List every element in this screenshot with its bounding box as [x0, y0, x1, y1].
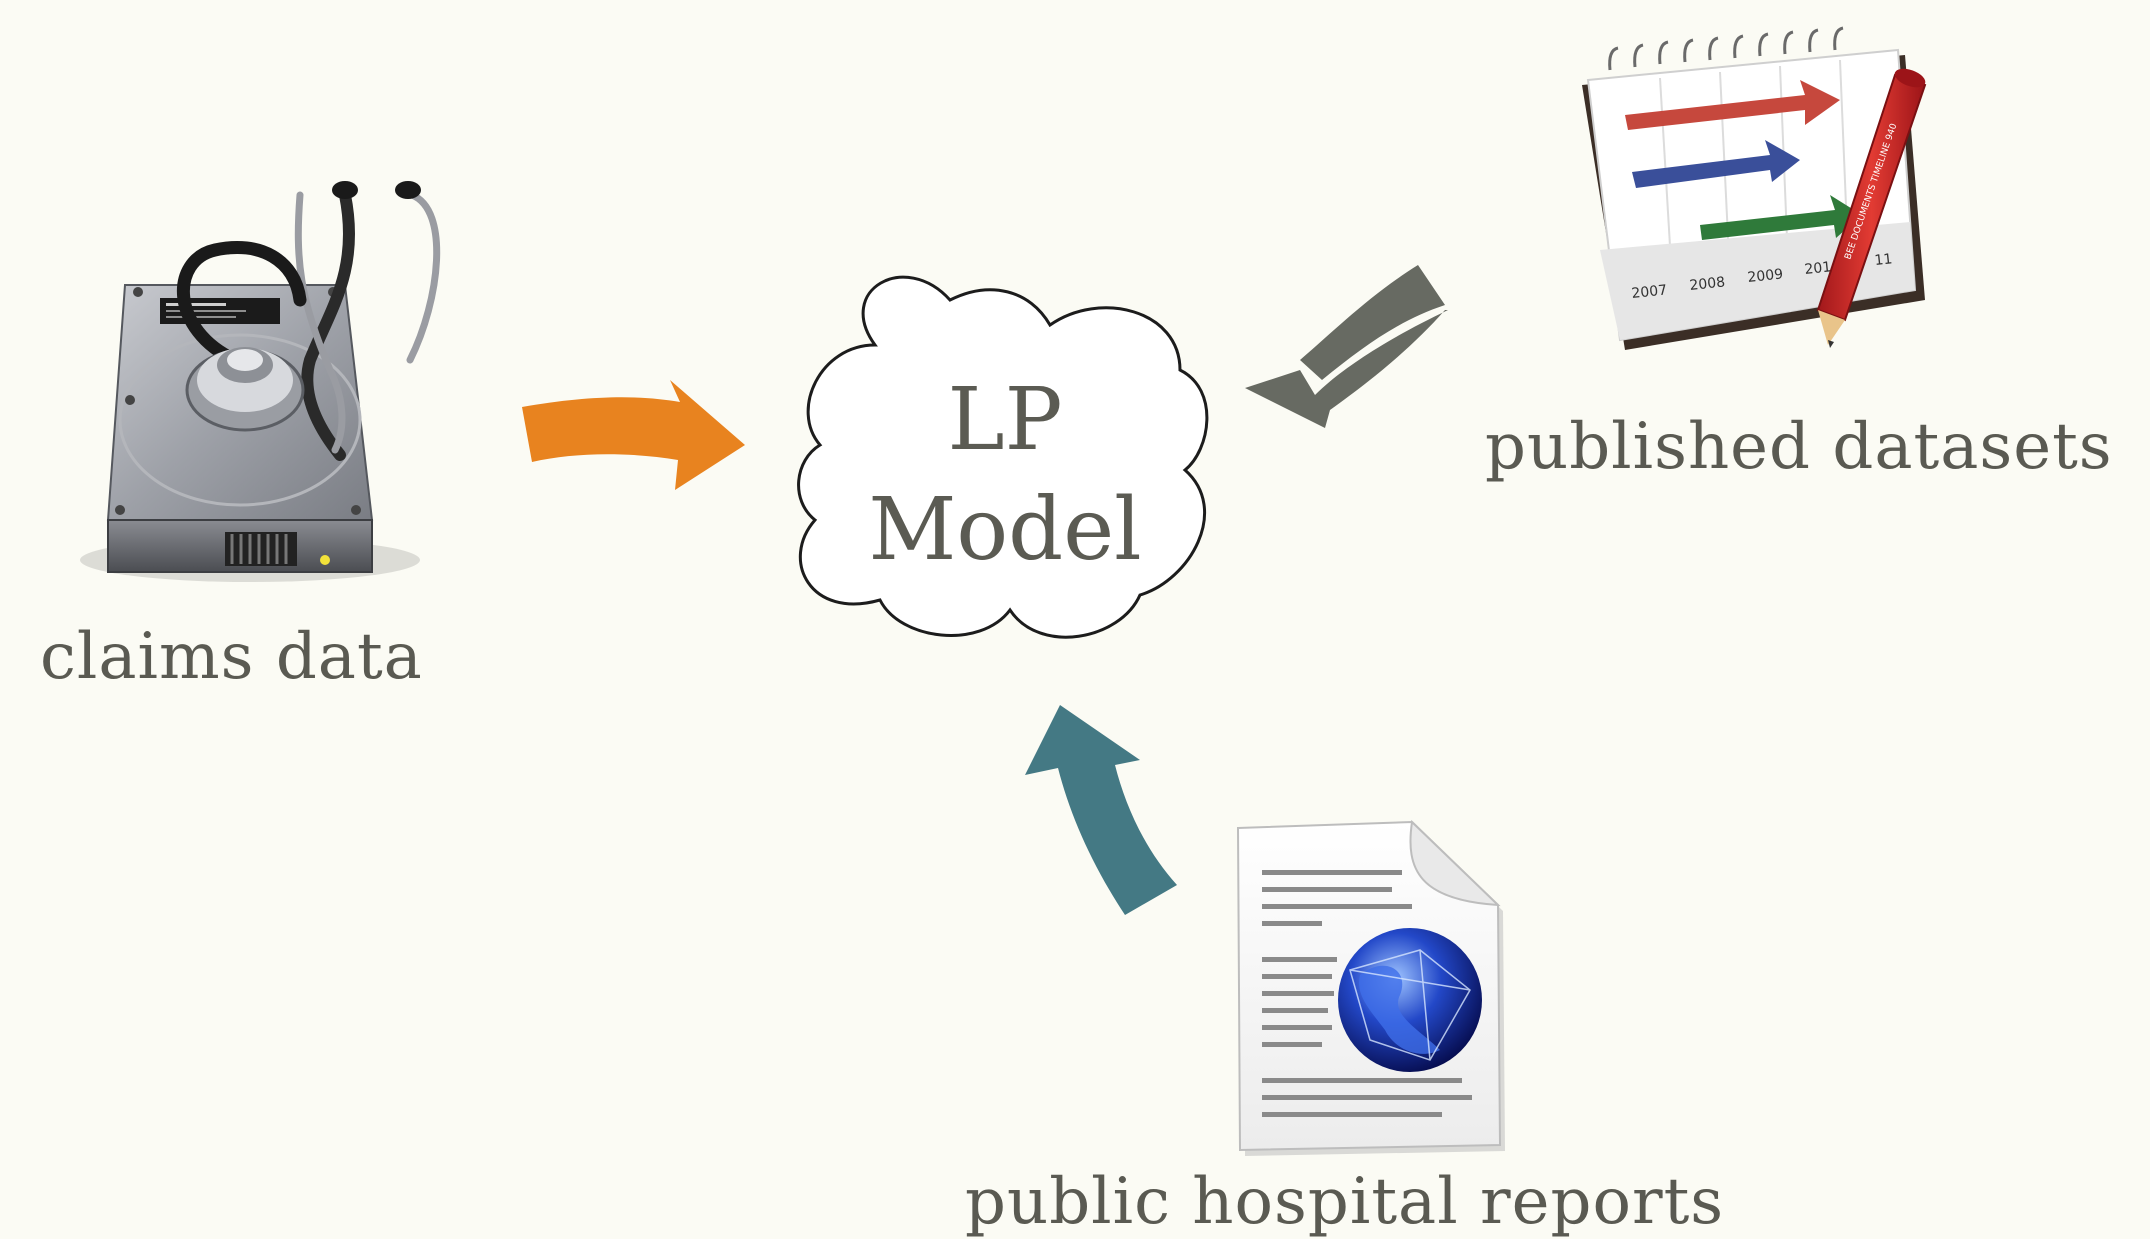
web-document-icon — [1236, 819, 1505, 1156]
published-datasets-label: published datasets — [1485, 410, 2113, 484]
model-title-line2: Model — [868, 480, 1142, 580]
year-label: 2008 — [1689, 274, 1726, 294]
year-label: 2009 — [1747, 266, 1784, 286]
timeline-notebook-icon: 2007 2008 2009 201 11 BEE DOCUMENTS TIME… — [1582, 26, 1927, 350]
model-title-line1: LP — [947, 370, 1063, 470]
globe-icon — [1338, 928, 1482, 1072]
year-label: 201 — [1804, 259, 1832, 278]
reports-arrow — [1025, 705, 1177, 915]
public-hospital-reports-label: public hospital reports — [965, 1165, 1725, 1239]
claims-arrow — [522, 380, 745, 490]
year-label: 11 — [1874, 251, 1893, 269]
claims-data-label: claims data — [40, 620, 423, 694]
lp-model-cloud — [797, 275, 1209, 639]
hard-drive-stethoscope-icon — [80, 181, 441, 582]
published-arrow — [1245, 310, 1448, 428]
year-label: 2007 — [1631, 282, 1668, 302]
